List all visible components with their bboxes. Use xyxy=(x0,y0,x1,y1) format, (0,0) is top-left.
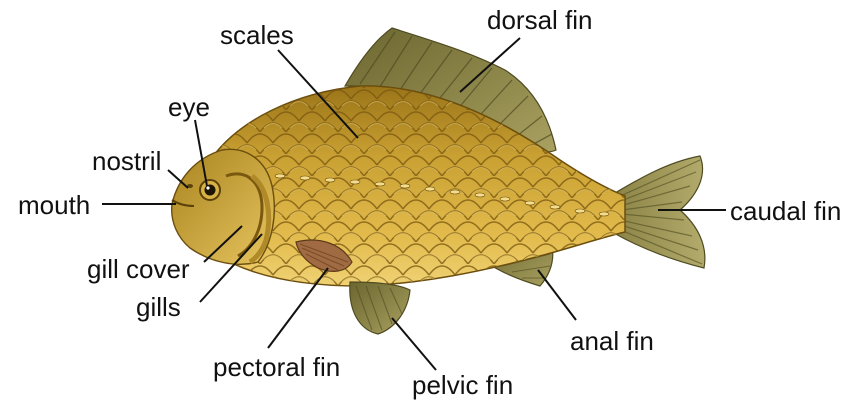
leader-pelvic-fin xyxy=(392,318,436,370)
label-mouth: mouth xyxy=(18,190,90,220)
label-caudal-fin: caudal fin xyxy=(730,196,841,226)
label-eye: eye xyxy=(168,92,210,122)
label-scales: scales xyxy=(220,20,294,50)
label-gills: gills xyxy=(136,292,181,322)
label-anal-fin: anal fin xyxy=(570,326,654,356)
leader-anal-fin xyxy=(538,270,576,320)
head-shape xyxy=(172,149,275,264)
label-pectoral-fin: pectoral fin xyxy=(213,352,340,382)
label-gill-cover: gill cover xyxy=(87,254,190,284)
label-pelvic-fin: pelvic fin xyxy=(412,370,513,400)
label-nostril: nostril xyxy=(92,146,161,176)
label-dorsal-fin: dorsal fin xyxy=(487,5,593,35)
